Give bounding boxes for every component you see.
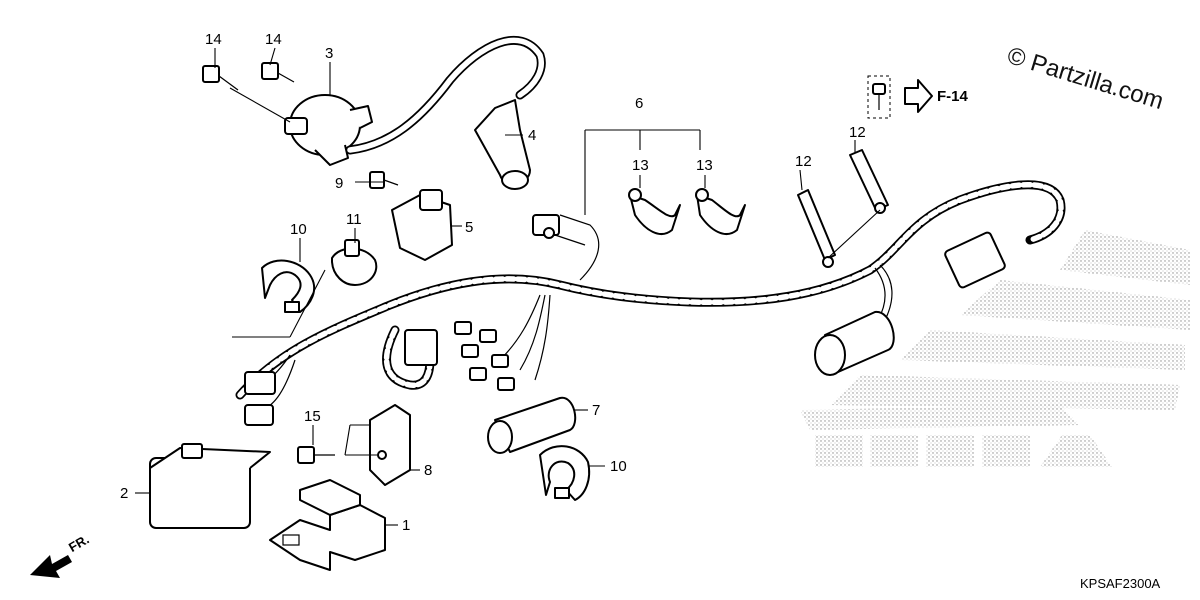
callout-1: 1 [402, 517, 410, 534]
harness-connectors [244, 214, 1006, 426]
part-15-bolt [297, 446, 335, 464]
part-8-stay [369, 404, 411, 486]
callout-14-left: 14 [205, 31, 222, 48]
callout-13-right: 13 [696, 157, 713, 174]
callout-12-left: 12 [795, 153, 812, 170]
reference-arrow-icon [904, 79, 933, 113]
callout-12-right: 12 [849, 124, 866, 141]
callout-5: 5 [465, 219, 473, 236]
callout-7: 7 [592, 402, 600, 419]
callout-4: 4 [528, 127, 536, 144]
part-2-control-unit [149, 443, 271, 529]
part-3-ignition-coil [284, 35, 546, 166]
callout-3: 3 [325, 45, 333, 62]
part-10-band-left [261, 259, 316, 313]
part-14-bolt-left [202, 65, 239, 91]
part-13-clamp-right [695, 188, 746, 235]
part-5-relay [391, 189, 453, 261]
callout-6: 6 [635, 95, 643, 112]
reference-label: F-14 [937, 88, 968, 105]
part-11-clip [331, 239, 378, 286]
reference-bolt [867, 75, 891, 119]
callout-10-right: 10 [610, 458, 627, 475]
part-12-stay-right [849, 149, 889, 214]
part-7-rubber-cover [487, 396, 577, 454]
callout-9: 9 [335, 175, 343, 192]
part-13-clamp-left [628, 188, 681, 235]
part-9-bolt [369, 171, 399, 189]
callout-15: 15 [304, 408, 321, 425]
callout-numbers: 14 14 3 4 9 5 10 11 6 13 13 12 12 7 10 8… [120, 31, 866, 534]
leader-lines [135, 47, 881, 526]
callout-14-right: 14 [265, 31, 282, 48]
part-10-band-right [539, 445, 591, 501]
harness-grommet [814, 311, 895, 376]
callout-11: 11 [346, 211, 362, 228]
diagram-code: KPSAF2300A [1080, 576, 1161, 591]
callout-10-left: 10 [290, 221, 307, 238]
front-arrow-icon [30, 555, 72, 578]
part-14-bolt-right [261, 62, 295, 83]
part-1-bracket [269, 479, 386, 571]
callout-8: 8 [424, 462, 432, 479]
callout-13-left: 13 [632, 157, 649, 174]
part-4-spark-plug-cap [474, 99, 531, 190]
part-12-stay-left [797, 189, 836, 268]
callout-2: 2 [120, 485, 128, 502]
background-logo-wing [800, 230, 1190, 467]
main-wire-harness [235, 180, 1066, 411]
